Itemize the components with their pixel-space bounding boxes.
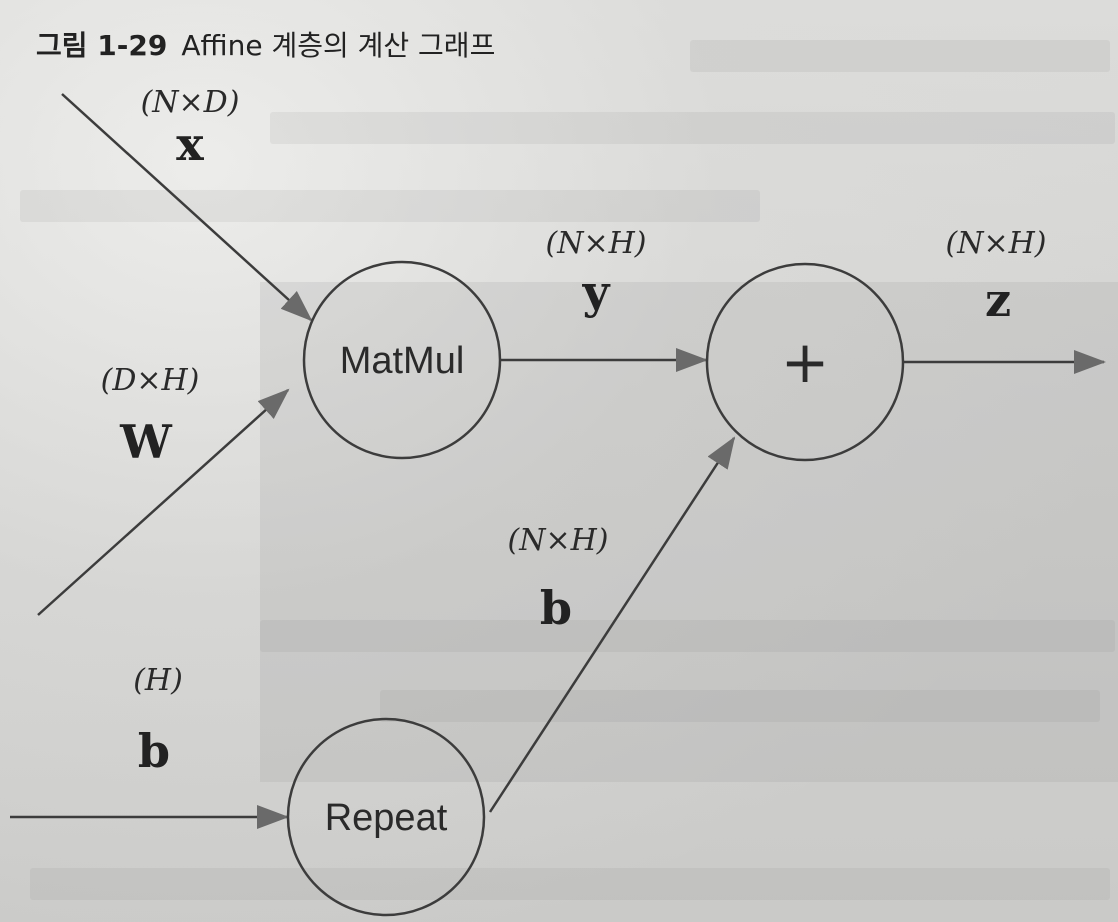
b-repeated-variable-label: b bbox=[540, 581, 572, 635]
matmul-node-label: MatMul bbox=[340, 340, 465, 382]
b-input-shape-label: (H) bbox=[133, 663, 183, 698]
edge-b-repeated-to-add bbox=[488, 436, 736, 813]
add-node-label: + bbox=[781, 328, 830, 396]
figure-number: 그림 1-29 bbox=[36, 29, 168, 62]
edge-x-to-matmul bbox=[61, 93, 313, 322]
figure-title: Affine 계층의 계산 그래프 bbox=[181, 29, 496, 62]
w-shape-label: (D×H) bbox=[101, 363, 200, 398]
repeat-node-label: Repeat bbox=[325, 797, 448, 839]
edge-w-to-matmul bbox=[37, 388, 290, 616]
repeat-node: Repeat bbox=[286, 717, 486, 917]
y-shape-label: (N×H) bbox=[546, 226, 647, 261]
b-repeated-shape-label: (N×H) bbox=[508, 523, 609, 558]
b-input-variable-label: b bbox=[138, 724, 170, 778]
y-variable-label: y bbox=[582, 265, 611, 319]
figure-caption: 그림 1-29 Affine 계층의 계산 그래프 bbox=[36, 24, 495, 64]
w-variable-label: W bbox=[119, 415, 173, 469]
z-shape-label: (N×H) bbox=[946, 226, 1047, 261]
x-variable-label: x bbox=[176, 117, 204, 171]
z-variable-label: z bbox=[985, 273, 1011, 327]
x-shape-label: (N×D) bbox=[141, 85, 240, 120]
add-node: + bbox=[705, 262, 905, 462]
matmul-node: MatMul bbox=[302, 260, 502, 460]
